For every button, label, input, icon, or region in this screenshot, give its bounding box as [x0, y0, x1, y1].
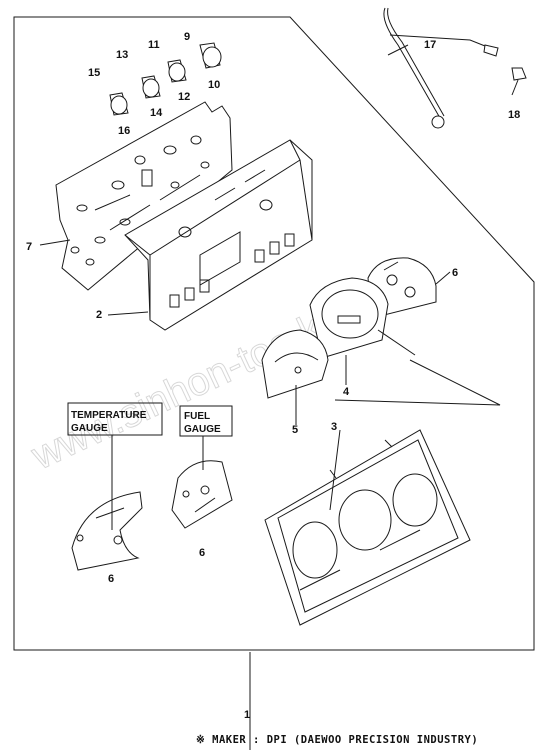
temperature-gauge-detail: [71, 491, 143, 571]
fuel-gauge-detail: [171, 460, 233, 529]
label-part-4: 4: [343, 386, 350, 398]
cable-clip-part-18: [511, 67, 527, 81]
label-part-6-temp: 6: [108, 573, 114, 585]
label-part-5: 5: [292, 424, 298, 436]
label-part-16: 16: [118, 125, 130, 137]
temperature-gauge-box: TEMPERATURE GAUGE: [67, 402, 163, 436]
fuel-box-line2: GAUGE: [184, 424, 221, 435]
label-part-9: 9: [184, 31, 190, 43]
label-part-18: 18: [508, 109, 520, 121]
label-part-14: 14: [150, 107, 163, 119]
lens-window-part-3: [264, 429, 471, 626]
label-part-7: 7: [26, 241, 32, 253]
label-part-12: 12: [178, 91, 190, 103]
temperature-box-line2: GAUGE: [71, 423, 108, 434]
fuel-gauge-box: FUEL GAUGE: [179, 405, 233, 437]
leader-lines: [39, 44, 519, 750]
bulb-sockets: [109, 42, 222, 116]
fuel-box-line1: FUEL: [184, 411, 210, 422]
label-part-17: 17: [424, 39, 436, 51]
assembly-frame: [13, 16, 535, 651]
speedometer-cable-part-17: [383, 7, 499, 129]
label-part-6-fuel: 6: [199, 547, 205, 559]
label-part-10: 10: [208, 79, 220, 91]
label-part-15: 15: [88, 67, 100, 79]
speedometer-part-4: [309, 277, 416, 359]
maker-note: ※ MAKER : DPI (DAEWOO PRECISION INDUSTRY…: [196, 734, 478, 746]
label-part-3: 3: [331, 421, 337, 433]
label-part-13: 13: [116, 49, 128, 61]
tachometer-part-5: [261, 329, 329, 399]
label-part-6-right: 6: [452, 267, 458, 279]
label-part-11: 11: [148, 39, 160, 51]
label-part-1: 1: [244, 709, 250, 721]
cluster-case-part-2: [124, 139, 313, 331]
circuit-board-part-7: [55, 101, 233, 291]
label-part-2: 2: [96, 309, 102, 321]
temperature-box-line1: TEMPERATURE: [71, 410, 147, 421]
